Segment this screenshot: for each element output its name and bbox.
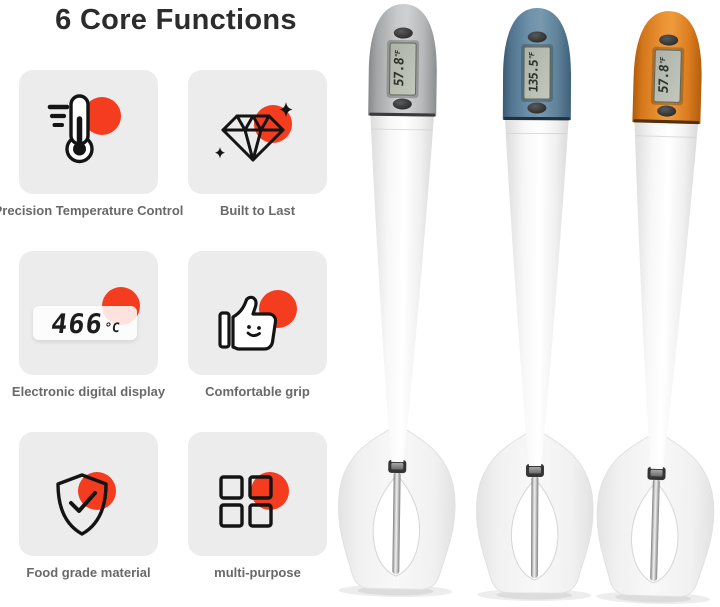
spatula-shaft [370, 111, 435, 463]
temperature-sensor-window [528, 466, 541, 474]
grid-squares-icon [219, 475, 273, 528]
lcd-reading: 57.8°F [657, 56, 673, 94]
digital-display-icon: 466 °C [33, 306, 137, 340]
feature-label: Precision Temperature Control [0, 203, 184, 218]
probe-rod [392, 471, 401, 574]
feature-label: Food grade material [26, 565, 151, 580]
handle-seam [503, 116, 570, 121]
power-button [393, 27, 413, 39]
collar-line [506, 132, 567, 135]
feature-label: Electronic digital display [11, 384, 166, 399]
temperature-sensor-window [650, 469, 663, 477]
feature-cell-built-to-last: Built to Last [188, 70, 327, 218]
sparkle-icon [215, 147, 225, 159]
feature-cell-multi-purpose: multi-purpose [188, 432, 327, 580]
diamond-icon [215, 102, 293, 162]
lcd-reading: 135.5°F [526, 52, 540, 94]
spatula-shaft [634, 118, 699, 470]
temperature-sensor-window [391, 462, 404, 470]
hold-button [392, 98, 412, 110]
collar-line [371, 128, 432, 131]
feature-card [19, 70, 158, 194]
spatula-blue: 135.5°F [476, 8, 594, 602]
power-button [659, 34, 679, 46]
feature-card [188, 432, 327, 556]
lcd-display [653, 49, 682, 103]
thermometer-icon [47, 94, 94, 164]
handle-seam [633, 119, 700, 125]
display-unit: °C [102, 321, 121, 336]
feature-card [188, 70, 327, 194]
page-title: 6 Core Functions [55, 4, 297, 36]
spatula-gray: 57.8°F [337, 4, 456, 598]
shield-check-icon [56, 473, 108, 536]
thumbs-up-icon [218, 295, 278, 351]
display-value: 466 [48, 309, 105, 340]
spatula-shaft [504, 115, 569, 467]
feature-card [19, 432, 158, 556]
feature-label: Built to Last [219, 203, 296, 218]
feature-cell-digital-display: 466 °C Electronic digital display [12, 251, 165, 399]
feature-cell-comfortable-grip: Comfortable grip [188, 251, 327, 399]
probe-rod [530, 475, 539, 578]
handle-seam [369, 112, 436, 117]
feature-grid: Precision Temperature Control Built to L… [0, 70, 327, 580]
hold-button [527, 102, 547, 114]
feature-label: multi-purpose [214, 565, 301, 580]
feature-card [188, 251, 327, 375]
feature-cell-precision-temperature: Precision Temperature Control [0, 70, 183, 218]
feature-card: 466 °C [19, 251, 158, 375]
lcd-display [523, 46, 551, 100]
power-button [527, 31, 547, 43]
sparkle-icon [279, 102, 293, 117]
lcd-display [388, 42, 417, 96]
feature-label: Comfortable grip [205, 384, 310, 399]
spatula-orange: 57.8°F [596, 11, 715, 605]
collar-line [635, 135, 696, 138]
feature-cell-food-grade: Food grade material [19, 432, 158, 580]
lcd-reading: 57.8°F [392, 49, 407, 87]
probe-rod [650, 478, 660, 581]
hold-button [657, 105, 677, 117]
